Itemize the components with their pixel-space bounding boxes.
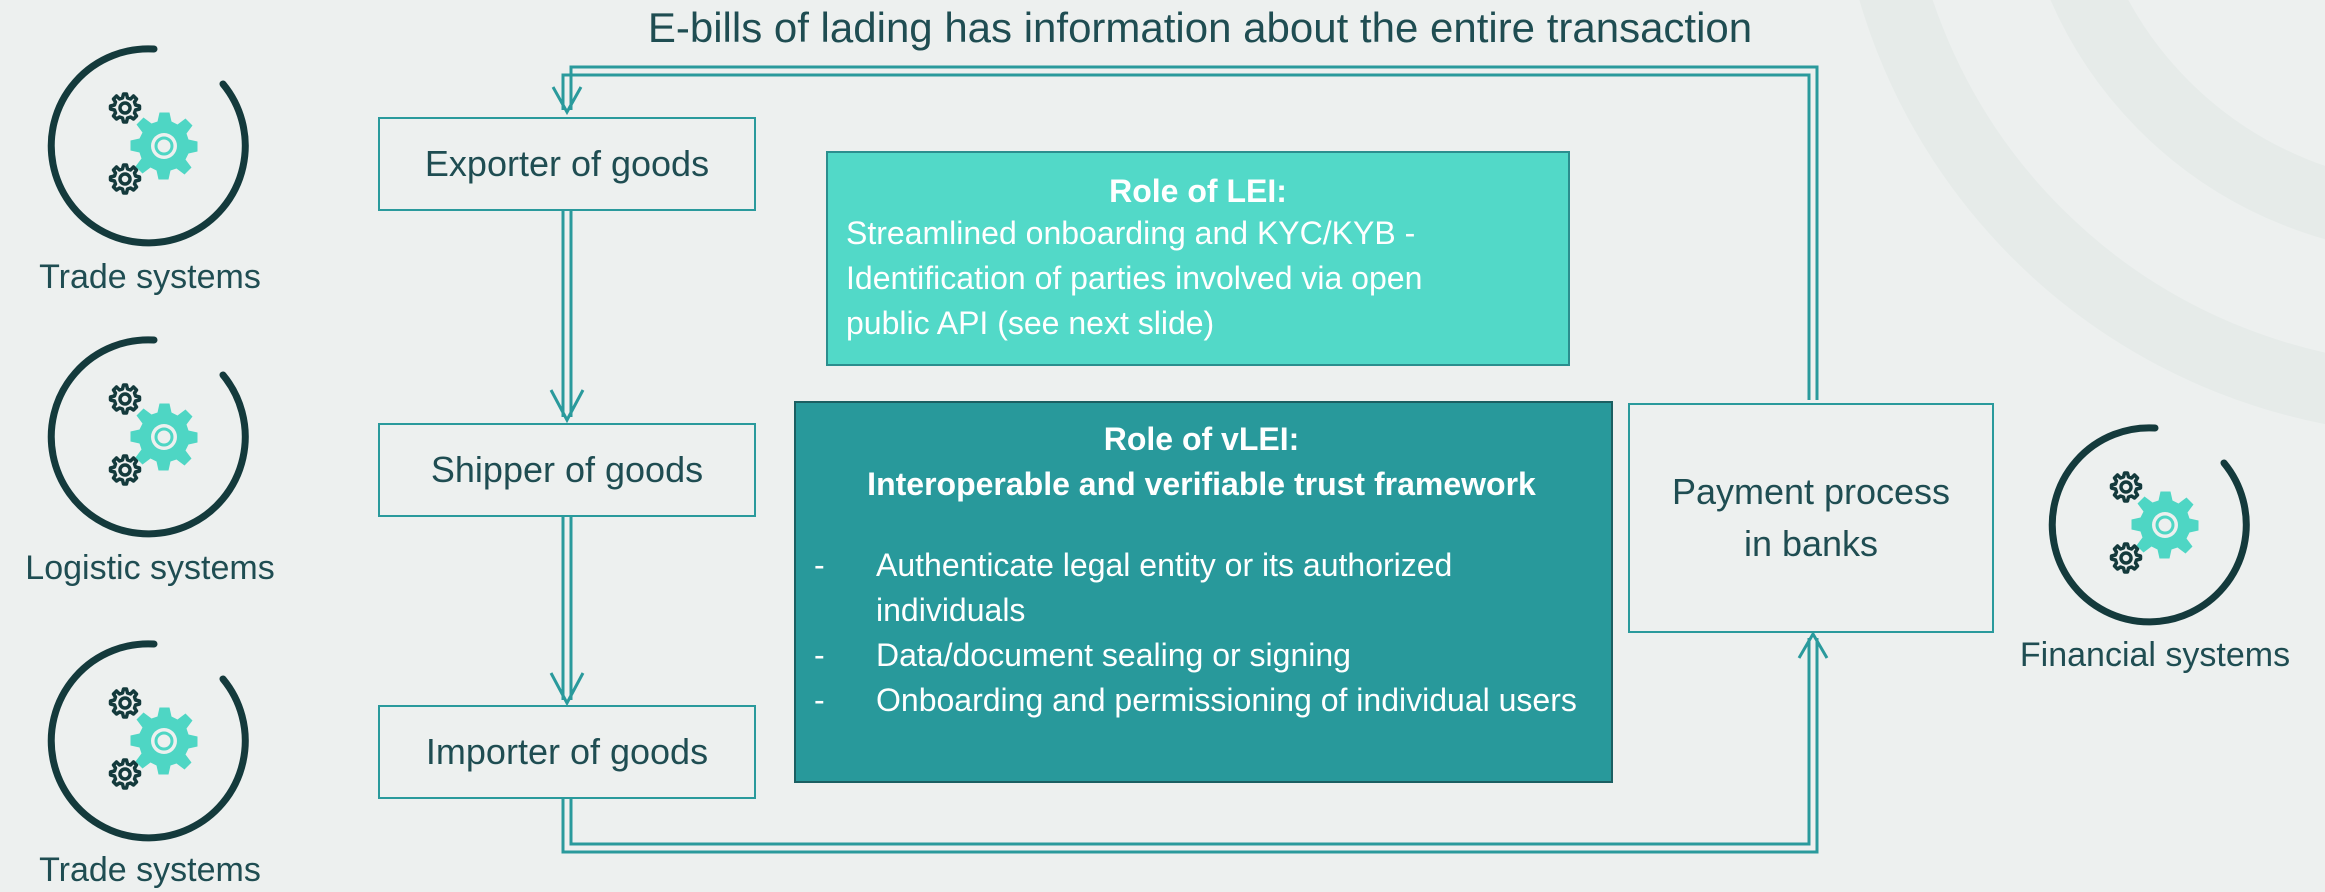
importer-label: Importer of goods: [425, 731, 709, 772]
lei-text-line3: public API (see next slide): [846, 305, 1215, 341]
vlei-heading: Role of vLEI:: [1103, 421, 1300, 457]
gears-icon-trade-top: [51, 49, 245, 243]
payment-label-line1: Payment process: [1671, 471, 1951, 512]
system-label-trade-top: Trade systems: [39, 258, 261, 296]
lei-heading: Role of LEI:: [1109, 173, 1287, 209]
payment-label-line2: in banks: [1743, 523, 1879, 564]
system-label-financial: Financial systems: [2019, 636, 2291, 674]
importer-box: Importer of goods: [378, 705, 756, 799]
connector-exporter-to-shipper: [549, 211, 585, 424]
vlei-subheading: Interoperable and verifiable trust frame…: [867, 466, 1536, 502]
connector-shipper-to-importer: [549, 517, 585, 707]
shipper-label: Shipper of goods: [430, 449, 704, 490]
payment-box: Payment process in banks: [1628, 403, 1994, 633]
lei-text-line2: Identification of parties involved via o…: [846, 260, 1423, 296]
connector-importer-to-payment: [561, 631, 1829, 854]
vlei-bullet-list: - Authenticate legal entity or its author…: [814, 543, 1589, 723]
background-arcs: [1859, 0, 2325, 424]
exporter-box: Exporter of goods: [378, 117, 756, 211]
lei-text-line1: Streamlined onboarding and KYC/KYB -: [846, 215, 1416, 251]
lei-role-box: Role of LEI: Streamlined onboarding and …: [826, 151, 1570, 366]
gears-icon-logistic: [51, 340, 245, 534]
bullet-dash: -: [814, 682, 825, 718]
bullet-dash: -: [814, 637, 825, 673]
vlei-bullet: - Data/document sealing or signing: [814, 633, 1589, 678]
vlei-bullet-text: Data/document sealing or signing: [876, 637, 1351, 673]
vlei-bullet: - Onboarding and permissioning of individ…: [814, 678, 1589, 723]
system-label-logistic: Logistic systems: [25, 549, 275, 587]
vlei-role-box: Role of vLEI: Interoperable and verifiab…: [794, 401, 1613, 783]
system-label-trade-bottom: Trade systems: [39, 851, 261, 889]
page-title: E-bills of lading has information about …: [647, 4, 1753, 51]
vlei-bullet-text: Authenticate legal entity or its authori…: [876, 547, 1453, 628]
shipper-box: Shipper of goods: [378, 423, 756, 517]
vlei-bullet: - Authenticate legal entity or its author…: [814, 543, 1589, 633]
bullet-dash: -: [814, 547, 825, 583]
vlei-bullet-text: Onboarding and permissioning of individu…: [876, 682, 1577, 718]
gears-icon-financial: [2052, 428, 2246, 622]
exporter-label: Exporter of goods: [424, 143, 710, 184]
gears-icon-trade-bottom: [51, 644, 245, 838]
connector-payment-to-exporter: [551, 65, 1819, 400]
